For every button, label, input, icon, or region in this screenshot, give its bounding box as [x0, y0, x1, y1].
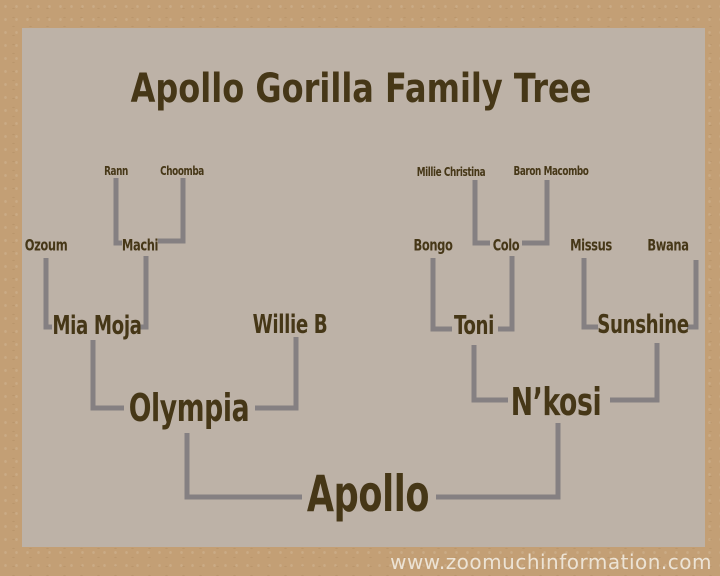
connector-sunshine-parents — [581, 258, 699, 330]
node-ozoum: Ozoum — [24, 235, 68, 255]
node-willie-b: Willie B — [252, 310, 328, 340]
node-sunshine: Sunshine — [597, 310, 689, 340]
node-olympia: Olympia — [128, 386, 250, 430]
diagram-panel — [22, 28, 705, 547]
node-rann: Rann — [104, 164, 128, 178]
node-bongo: Bongo — [413, 235, 453, 255]
connector-toni-parents — [430, 256, 515, 332]
node-nkosi: N’kosi — [510, 380, 602, 424]
node-choomba: Choomba — [160, 164, 204, 178]
page-title: Apollo Gorilla Family Tree — [130, 66, 592, 112]
node-apollo: Apollo — [306, 465, 430, 523]
node-mia-moja: Mia Moja — [52, 311, 142, 341]
connector-miamoja-parents — [43, 256, 149, 330]
node-toni: Toni — [454, 311, 494, 341]
node-millie-christina: Millie Christina — [416, 165, 486, 179]
node-bwana: Bwana — [647, 235, 689, 255]
connector-nkosi-parents — [471, 343, 660, 403]
connector-colo-parents — [472, 180, 550, 246]
connector-olympia-parents — [90, 337, 299, 411]
connector-machi-parents — [113, 178, 186, 246]
node-machi: Machi — [121, 235, 159, 255]
watermark-url: www.zoomuchinformation.com — [390, 550, 712, 574]
node-baron-macombo: Baron Macombo — [513, 164, 589, 178]
node-missus: Missus — [570, 235, 612, 255]
connector-apollo-parents — [184, 423, 561, 500]
node-colo: Colo — [492, 235, 520, 255]
